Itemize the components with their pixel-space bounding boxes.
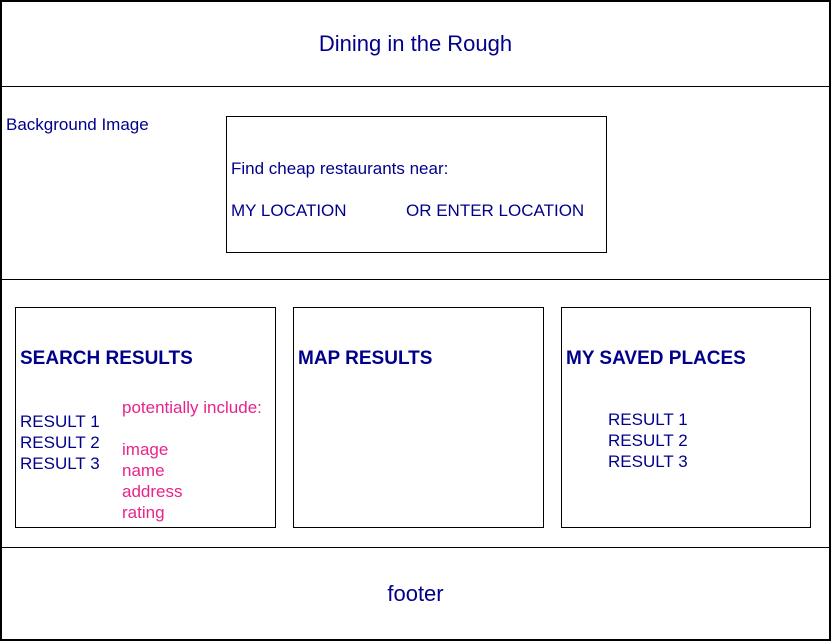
location-search-box: Find cheap restaurants near: MY LOCATION… <box>226 115 607 253</box>
search-prompt: Find cheap restaurants near: <box>231 158 449 178</box>
map-results-heading: MAP RESULTS <box>298 348 433 369</box>
hero-section: Background Image Find cheap restaurants … <box>2 89 829 280</box>
saved-places-list: RESULT 1 RESULT 2 RESULT 3 <box>608 409 688 472</box>
annotation-item: address <box>122 482 183 501</box>
annotation-heading: potentially include: <box>122 398 262 417</box>
page-title: Dining in the Rough <box>318 31 513 56</box>
annotation-note: potentially include: image name address … <box>122 397 262 523</box>
search-result-item[interactable]: RESULT 2 <box>20 433 100 452</box>
search-result-item[interactable]: RESULT 3 <box>20 454 100 473</box>
my-location-button[interactable]: MY LOCATION <box>231 200 347 220</box>
header: Dining in the Rough <box>2 2 829 87</box>
background-image-label: Background Image <box>6 114 149 134</box>
annotation-item: image <box>122 440 169 459</box>
search-results-list: RESULT 1 RESULT 2 RESULT 3 <box>20 411 100 474</box>
search-results-panel: SEARCH RESULTS RESULT 1 RESULT 2 RESULT … <box>15 307 276 528</box>
annotation-spacer <box>122 418 262 439</box>
search-results-heading: SEARCH RESULTS <box>20 348 193 369</box>
saved-result-item[interactable]: RESULT 3 <box>608 452 688 471</box>
saved-places-panel: MY SAVED PLACES RESULT 1 RESULT 2 RESULT… <box>561 307 811 528</box>
results-section: SEARCH RESULTS RESULT 1 RESULT 2 RESULT … <box>2 280 829 548</box>
search-result-item[interactable]: RESULT 1 <box>20 412 100 431</box>
footer: footer <box>2 550 829 637</box>
annotation-item: rating <box>122 503 165 522</box>
footer-label: footer <box>387 580 444 606</box>
saved-result-item[interactable]: RESULT 1 <box>608 410 688 429</box>
map-results-panel: MAP RESULTS <box>293 307 544 528</box>
annotation-item: name <box>122 461 165 480</box>
enter-location-button[interactable]: OR ENTER LOCATION <box>406 200 585 220</box>
saved-result-item[interactable]: RESULT 2 <box>608 431 688 450</box>
saved-places-heading: MY SAVED PLACES <box>566 348 746 369</box>
